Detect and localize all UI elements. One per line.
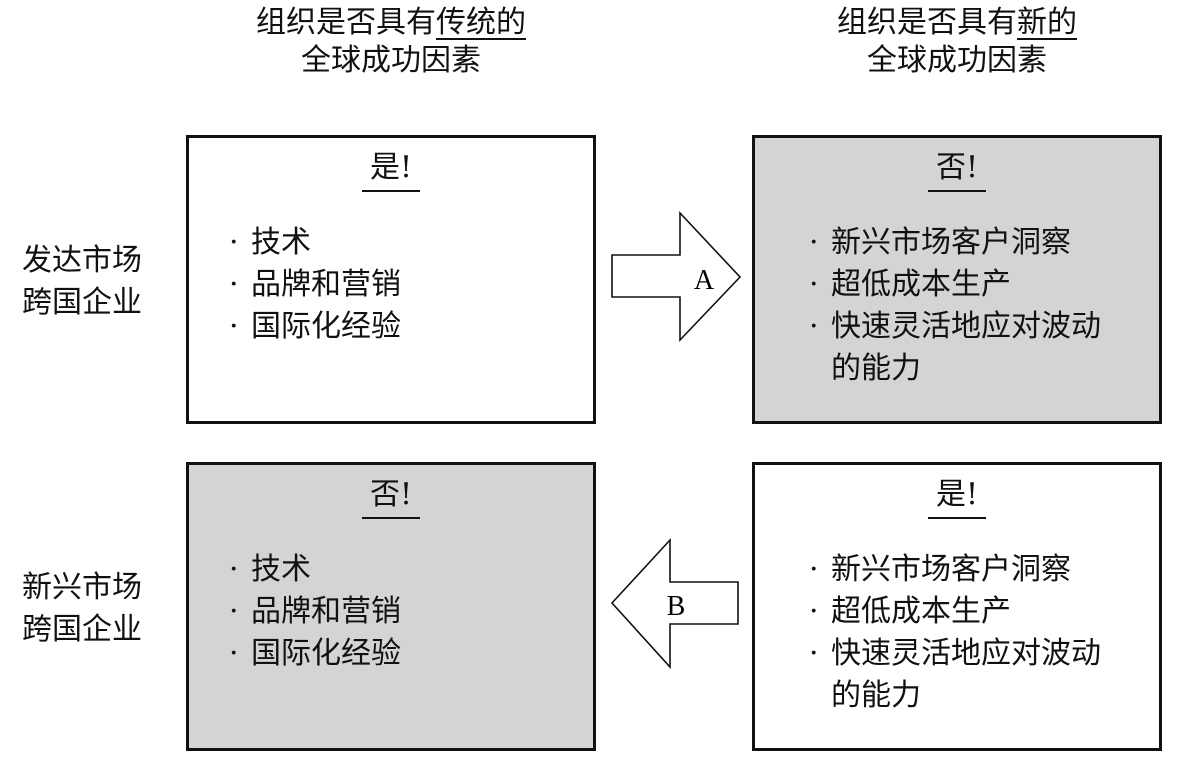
box-developed-new: 否! · 新兴市场客户洞察 · 超低成本生产 · 快速灵活地应对波动的能力 xyxy=(752,135,1162,424)
bullet-icon: · xyxy=(229,309,239,344)
column-header-traditional: 组织是否具有传统的 全球成功因素 xyxy=(186,4,596,80)
arrow-b-shape xyxy=(610,537,739,670)
verdict-wrap: 否! xyxy=(189,475,593,519)
factor-list: · 技术 · 品牌和营销 · 国际化经验 xyxy=(225,549,401,675)
bullet-icon: · xyxy=(809,267,819,302)
factor-list: · 新兴市场客户洞察 · 超低成本生产 · 快速灵活地应对波动的能力 xyxy=(805,222,1125,390)
arrow-b-label: B xyxy=(667,591,686,622)
box-emerging-new: 是! · 新兴市场客户洞察 · 超低成本生产 · 快速灵活地应对波动的能力 xyxy=(752,462,1162,751)
verdict-wrap: 是! xyxy=(189,148,593,192)
box-emerging-traditional: 否! · 技术 · 品牌和营销 · 国际化经验 xyxy=(186,462,596,751)
factor-text: 新兴市场客户洞察 xyxy=(831,225,1071,260)
header-emphasis: 传统的 xyxy=(436,5,526,40)
factor-text: 技术 xyxy=(251,225,311,260)
factor-text: 品牌和营销 xyxy=(251,594,401,629)
header-emphasis: 新的 xyxy=(1017,5,1077,40)
bullet-icon: · xyxy=(229,552,239,587)
bullet-icon: · xyxy=(229,594,239,629)
factor-text: 新兴市场客户洞察 xyxy=(831,552,1071,587)
factor-item: · 技术 xyxy=(225,222,401,264)
bullet-icon: · xyxy=(809,636,819,671)
bullet-icon: · xyxy=(229,636,239,671)
factor-list: · 新兴市场客户洞察 · 超低成本生产 · 快速灵活地应对波动的能力 xyxy=(805,549,1125,717)
factor-text: 国际化经验 xyxy=(251,309,401,344)
bullet-icon: · xyxy=(809,594,819,629)
column-header-new: 组织是否具有新的 全球成功因素 xyxy=(752,4,1162,80)
factor-item: · 品牌和营销 xyxy=(225,591,401,633)
arrow-a-label: A xyxy=(694,265,715,296)
factor-item: · 国际化经验 xyxy=(225,306,401,348)
factor-item: · 超低成本生产 xyxy=(805,591,1125,633)
factor-list: · 技术 · 品牌和营销 · 国际化经验 xyxy=(225,222,401,348)
factor-text: 国际化经验 xyxy=(251,636,401,671)
factor-text: 品牌和营销 xyxy=(251,267,401,302)
bullet-icon: · xyxy=(809,309,819,344)
verdict-wrap: 是! xyxy=(755,475,1159,519)
header-line2: 全球成功因素 xyxy=(301,43,481,78)
factor-item: · 技术 xyxy=(225,549,401,591)
bullet-icon: · xyxy=(229,225,239,260)
verdict-wrap: 否! xyxy=(755,148,1159,192)
header-prefix: 组织是否具有 xyxy=(837,5,1017,40)
factor-text: 快速灵活地应对波动的能力 xyxy=(831,309,1101,386)
verdict-yes: 是! xyxy=(927,475,987,519)
factor-item: · 国际化经验 xyxy=(225,633,401,675)
factor-item: · 新兴市场客户洞察 xyxy=(805,549,1125,591)
arrow-right-icon: A xyxy=(611,210,742,342)
box-developed-traditional: 是! · 技术 · 品牌和营销 · 国际化经验 xyxy=(186,135,596,424)
factor-item: · 超低成本生产 xyxy=(805,264,1125,306)
factor-text: 技术 xyxy=(251,552,311,587)
factor-text: 超低成本生产 xyxy=(831,594,1011,629)
row-label-developed: 发达市场 跨国企业 xyxy=(22,240,172,324)
row-label-line1: 发达市场 xyxy=(22,243,142,278)
factor-item: · 快速灵活地应对波动的能力 xyxy=(805,633,1125,717)
factor-item: · 品牌和营销 xyxy=(225,264,401,306)
verdict-no: 否! xyxy=(361,475,421,519)
verdict-yes: 是! xyxy=(361,148,421,192)
arrow-left-icon: B xyxy=(610,537,739,670)
row-label-line1: 新兴市场 xyxy=(22,570,142,605)
factor-text: 快速灵活地应对波动的能力 xyxy=(831,636,1101,713)
factor-item: · 新兴市场客户洞察 xyxy=(805,222,1125,264)
factor-text: 超低成本生产 xyxy=(831,267,1011,302)
bullet-icon: · xyxy=(809,552,819,587)
row-label-line2: 跨国企业 xyxy=(22,285,142,320)
arrow-a-shape xyxy=(611,210,742,342)
factor-item: · 快速灵活地应对波动的能力 xyxy=(805,306,1125,390)
header-line2: 全球成功因素 xyxy=(867,43,1047,78)
row-label-line2: 跨国企业 xyxy=(22,612,142,647)
bullet-icon: · xyxy=(809,225,819,260)
bullet-icon: · xyxy=(229,267,239,302)
header-prefix: 组织是否具有 xyxy=(256,5,436,40)
row-label-emerging: 新兴市场 跨国企业 xyxy=(22,567,172,651)
verdict-no: 否! xyxy=(927,148,987,192)
